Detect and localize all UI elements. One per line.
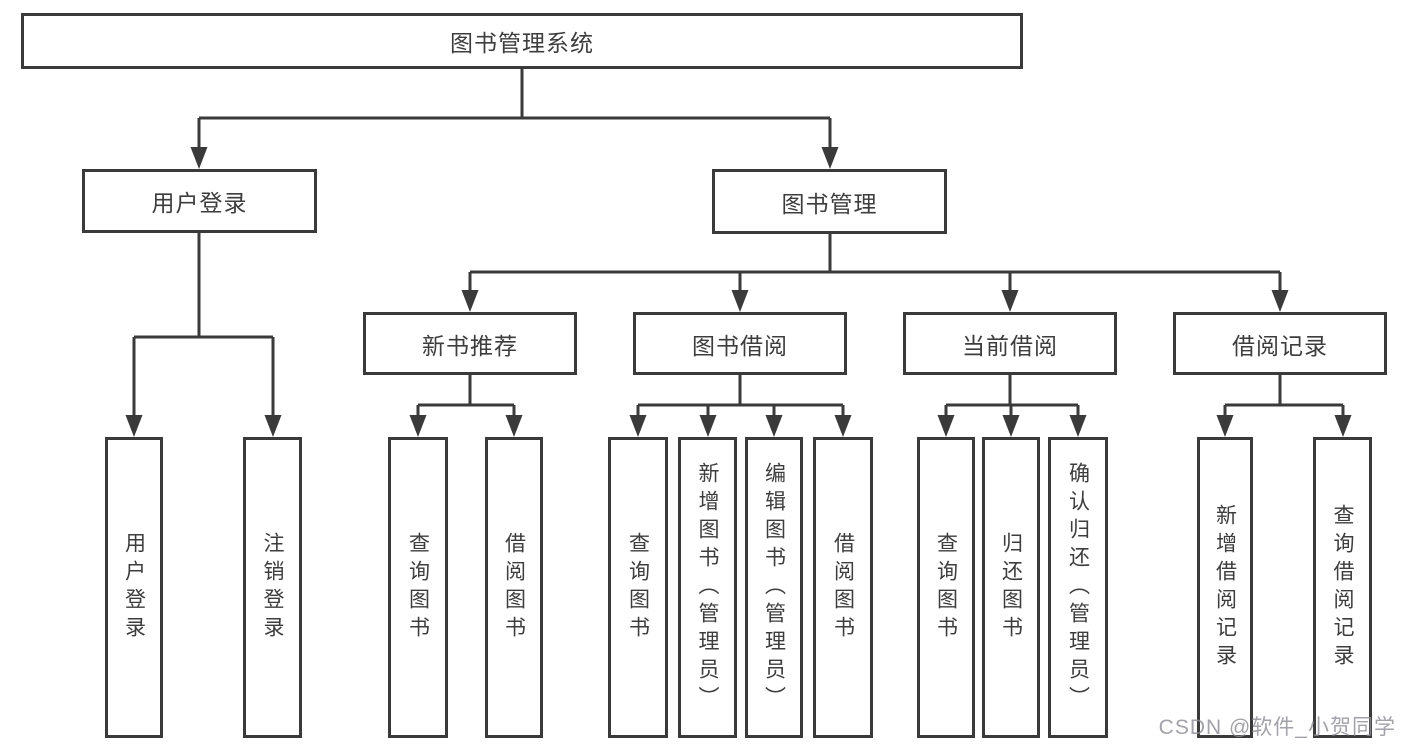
leaf-query-borrow-record-label: 查询借阅记录 bbox=[1331, 503, 1354, 672]
leaf-query-books-recommend: 查询图书 bbox=[388, 437, 448, 738]
leaf-query-books-borrow-label: 查询图书 bbox=[626, 531, 650, 644]
leaf-query-books-recommend-label: 查询图书 bbox=[406, 531, 430, 644]
node-root: 图书管理系统 bbox=[21, 13, 1023, 69]
node-user-login: 用户登录 bbox=[82, 169, 317, 233]
node-book-borrow-label: 图书借阅 bbox=[692, 332, 788, 359]
leaf-query-books-current: 查询图书 bbox=[917, 437, 975, 738]
leaf-add-borrow-record-label: 新增借阅记录 bbox=[1213, 503, 1237, 672]
node-new-book-recommend: 新书推荐 bbox=[363, 312, 577, 375]
leaf-borrow-books-recommend-label: 借阅图书 bbox=[502, 531, 526, 644]
node-current-borrow-label: 当前借阅 bbox=[962, 332, 1058, 359]
leaf-borrow-books-borrow-label: 借阅图书 bbox=[831, 531, 855, 644]
node-book-management-label: 图书管理 bbox=[781, 190, 878, 217]
watermark: CSDN @软件_小贺同学 bbox=[1158, 716, 1396, 739]
leaf-edit-book-admin: 编辑图书（管理员） bbox=[745, 437, 803, 738]
node-book-management: 图书管理 bbox=[712, 169, 947, 234]
leaf-logout-label: 注销登录 bbox=[261, 531, 284, 644]
leaf-confirm-return-admin-label: 确认归还（管理员） bbox=[1066, 461, 1090, 714]
leaf-user-login-label: 用户登录 bbox=[122, 531, 146, 644]
leaf-return-book: 归还图书 bbox=[982, 437, 1040, 738]
leaf-return-book-label: 归还图书 bbox=[999, 531, 1023, 644]
leaf-logout: 注销登录 bbox=[243, 437, 302, 738]
node-user-login-label: 用户登录 bbox=[151, 190, 248, 216]
leaf-query-books-borrow: 查询图书 bbox=[608, 437, 668, 738]
node-borrow-records: 借阅记录 bbox=[1173, 312, 1387, 375]
leaf-add-borrow-record: 新增借阅记录 bbox=[1197, 437, 1253, 738]
node-current-borrow: 当前借阅 bbox=[903, 312, 1117, 375]
leaf-borrow-books-recommend: 借阅图书 bbox=[485, 437, 543, 738]
node-root-label: 图书管理系统 bbox=[450, 30, 594, 56]
leaf-edit-book-admin-label: 编辑图书（管理员） bbox=[762, 461, 786, 714]
leaf-add-book-admin-label: 新增图书（管理员） bbox=[696, 461, 719, 714]
arrowheads bbox=[125, 147, 1352, 437]
leaf-query-borrow-record: 查询借阅记录 bbox=[1313, 437, 1372, 738]
node-book-borrow: 图书借阅 bbox=[633, 312, 847, 375]
leaf-user-login: 用户登录 bbox=[105, 437, 163, 738]
node-borrow-records-label: 借阅记录 bbox=[1232, 332, 1328, 359]
leaf-borrow-books-borrow: 借阅图书 bbox=[813, 437, 873, 738]
leaf-confirm-return-admin: 确认归还（管理员） bbox=[1048, 437, 1108, 738]
node-new-book-recommend-label: 新书推荐 bbox=[422, 332, 518, 359]
leaf-query-books-current-label: 查询图书 bbox=[934, 531, 958, 644]
leaf-add-book-admin: 新增图书（管理员） bbox=[678, 437, 737, 738]
